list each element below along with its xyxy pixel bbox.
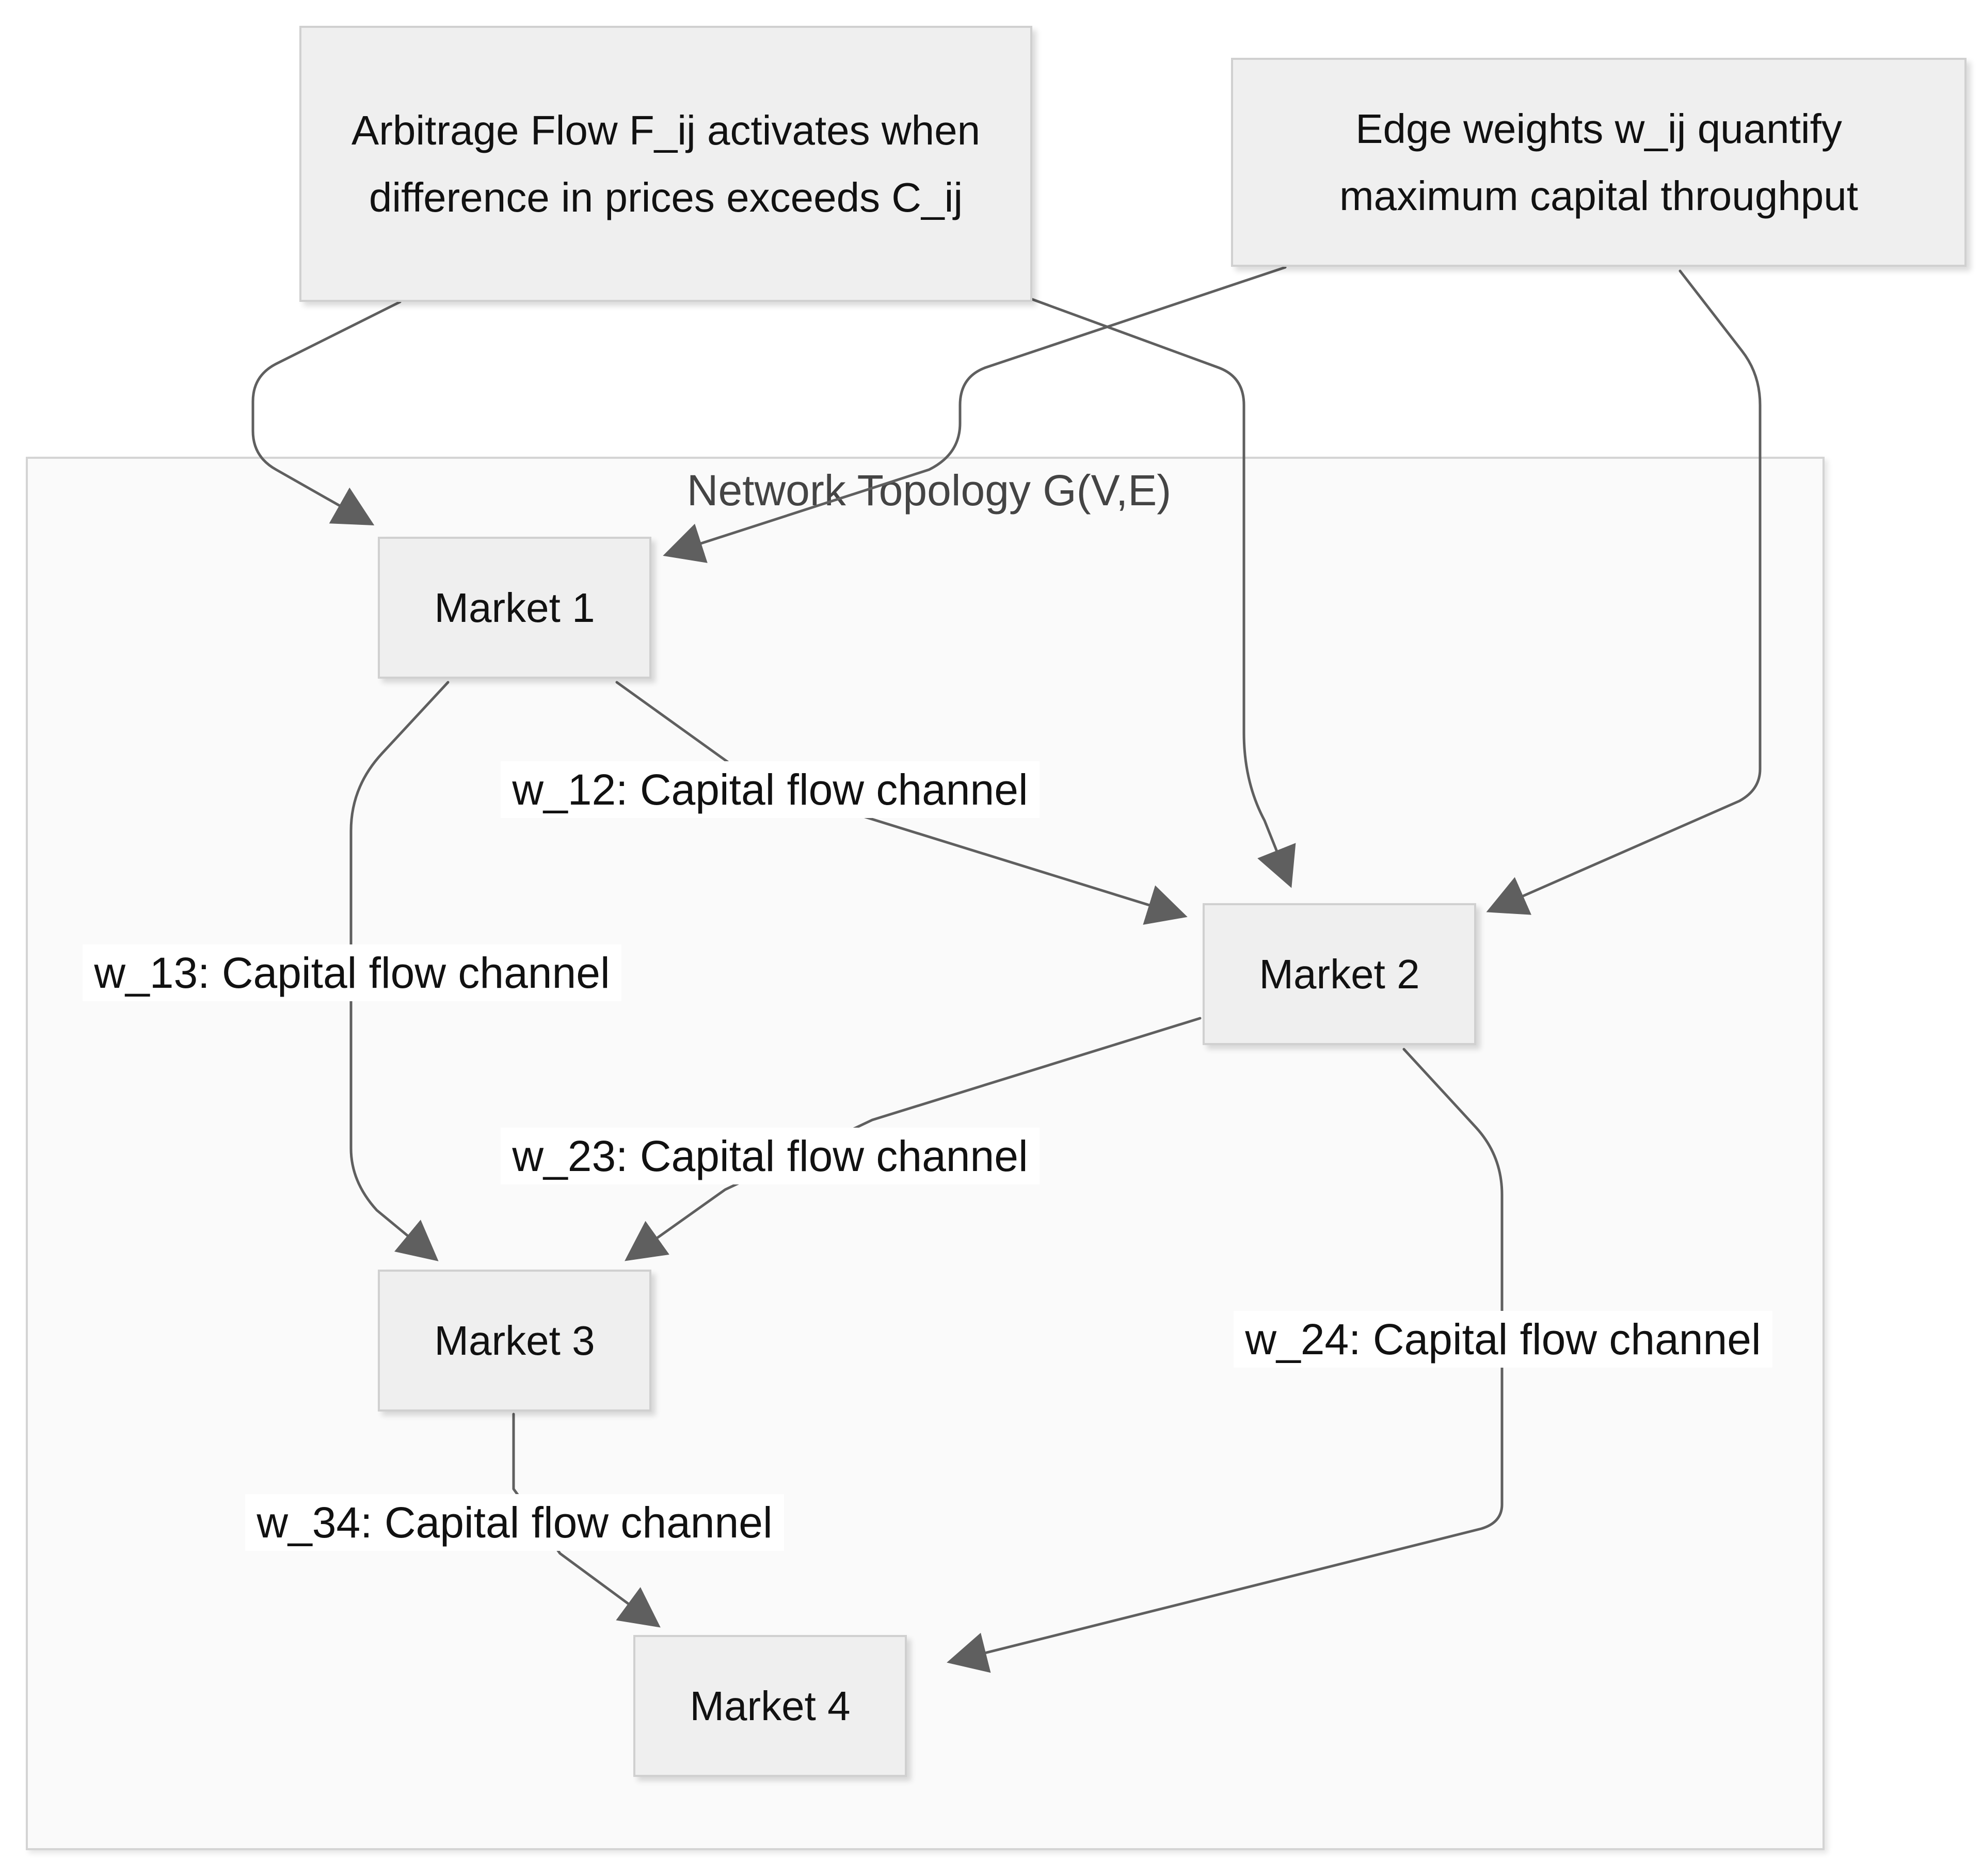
edge-note-arbitrage-to-market-1 — [251, 300, 402, 525]
market-3-node: Market 3 — [378, 1270, 651, 1412]
edge-label-w24: w_24: Capital flow channel — [1234, 1311, 1772, 1368]
edge-label-w34: w_34: Capital flow channel — [245, 1494, 784, 1551]
cluster-title: Network Topology G(V,E) — [686, 466, 1172, 515]
edge-label-w12: w_12: Capital flow channel — [501, 761, 1040, 818]
edge-note-arbitrage-to-market-2 — [1031, 298, 1296, 888]
edge-label-w23: w_23: Capital flow channel — [501, 1128, 1040, 1184]
market-4-node: Market 4 — [633, 1635, 907, 1777]
edge-market-2-to-market-4 — [947, 1048, 1504, 1673]
edge-note-weights-to-market-1 — [663, 266, 1287, 563]
market-1-node: Market 1 — [378, 537, 651, 679]
market-2-node: Market 2 — [1203, 903, 1476, 1045]
edge-market-1-to-market-3 — [349, 681, 450, 1261]
edge-note-weights-to-market-2 — [1486, 269, 1762, 915]
note-arbitrage-flow: Arbitrage Flow F_ij activates when diffe… — [299, 26, 1032, 302]
edge-label-w13: w_13: Capital flow channel — [83, 944, 621, 1001]
note-edge-weights: Edge weights w_ij quantify maximum capit… — [1231, 58, 1967, 267]
